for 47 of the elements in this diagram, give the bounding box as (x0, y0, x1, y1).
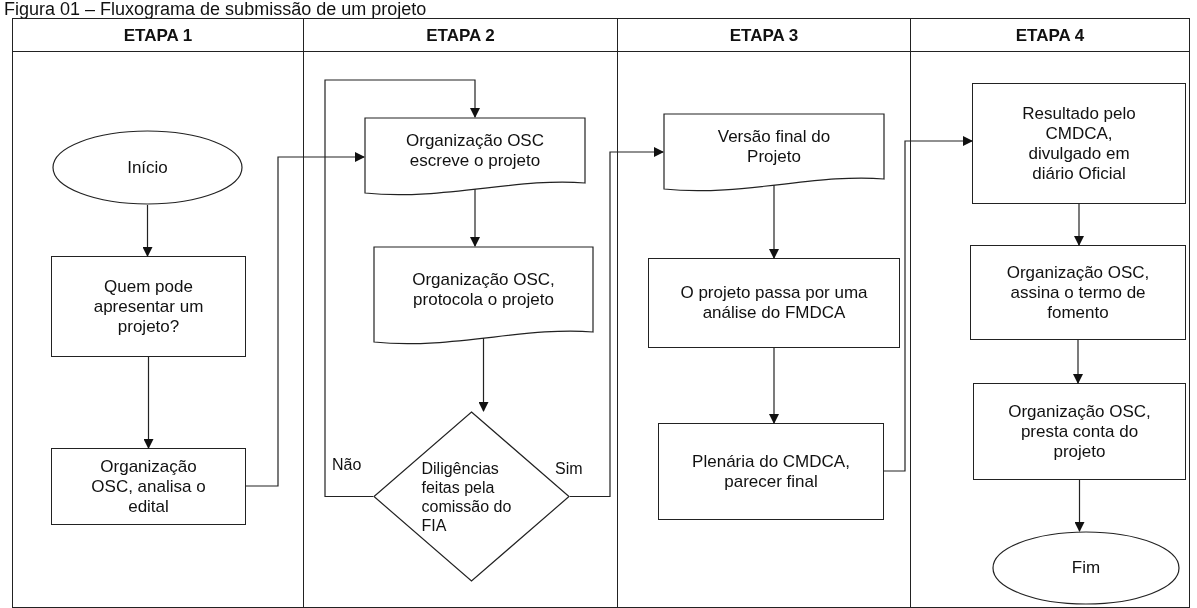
node-text: Organização OSC, protocola o projeto (411, 270, 556, 310)
lane-heading: ETAPA 3 (728, 26, 800, 46)
document-shape (663, 113, 885, 193)
node-text: Organização OSC, assina o termo de fomento (1005, 262, 1151, 323)
arrow (142, 204, 153, 257)
document-shape (373, 246, 594, 346)
lane-heading: ETAPA 2 (425, 26, 496, 46)
process-box (970, 245, 1186, 340)
process-box (51, 448, 246, 525)
lane-heading: ETAPA 4 (1014, 26, 1086, 46)
arrow (245, 152, 365, 487)
arrow (470, 188, 480, 247)
arrow (883, 136, 973, 472)
process-box (658, 423, 884, 520)
node-text: Quem pode apresentar um projeto? (92, 276, 205, 337)
node-text: Organização OSC, presta conta do projeto (1007, 401, 1152, 462)
node-text: Resultado pelo CMDCA, divulgado em diário Oficial (1021, 103, 1137, 184)
node-text: Diligências feitas pela comissão do FIA (421, 458, 513, 535)
swimlane (910, 18, 1190, 608)
arrow (1073, 339, 1083, 384)
node-text: O projeto passa por uma análise do FMDCA (679, 283, 869, 323)
swimlane (617, 18, 911, 608)
node-text: Versão final do Projeto (716, 127, 832, 167)
node-text: Organização OSC, analisa o edital (90, 456, 207, 517)
arrow (769, 184, 779, 259)
swimlane (12, 18, 304, 608)
terminal-ellipse (52, 130, 243, 205)
arrow (1074, 203, 1084, 246)
lane-heading: ETAPA 1 (122, 26, 194, 46)
process-box (973, 383, 1186, 480)
node-text: Fim (1071, 558, 1101, 578)
node-text: Plenária do CMDCA, parecer final (691, 451, 851, 492)
arrow (769, 347, 779, 424)
arrow (478, 337, 489, 412)
process-box (648, 258, 900, 348)
terminal-ellipse (992, 531, 1180, 605)
node-text: Início (127, 157, 168, 178)
process-box (972, 83, 1186, 204)
process-box (51, 256, 246, 357)
arrow (324, 79, 480, 498)
node-text: Organização OSC escreve o projeto (405, 131, 545, 171)
arrow (143, 356, 154, 449)
arrow (569, 147, 664, 498)
figure-title: Figura 01 – Fluxograma de submissão de um projeto (4, 0, 427, 18)
arrow (1074, 479, 1085, 532)
document-shape (364, 117, 586, 197)
swimlane (303, 18, 618, 608)
